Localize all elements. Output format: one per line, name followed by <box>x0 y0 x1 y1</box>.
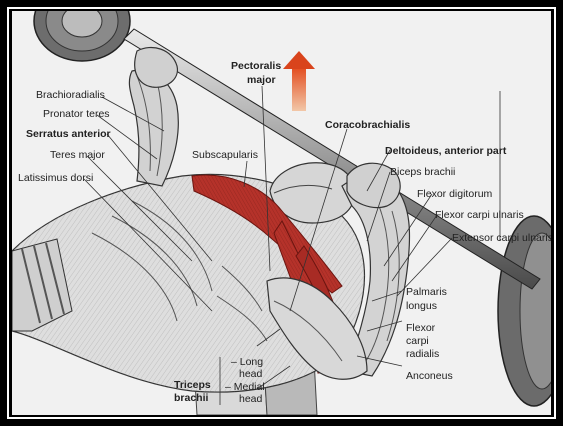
label-palmaris-line1: Palmaris <box>406 286 447 298</box>
left-arm <box>128 46 179 187</box>
label-biceps-brachii: Biceps brachii <box>390 166 455 178</box>
pants <box>12 238 73 332</box>
weight-plate-right <box>497 215 551 407</box>
label-flexor-carpi-radialis-line2: carpi <box>406 335 429 347</box>
label-pronator-teres: Pronator teres <box>43 108 110 120</box>
label-flexor-digitorum: Flexor digitorum <box>417 188 493 200</box>
label-deltoideus-anterior: Deltoideus, anterior part <box>385 145 507 157</box>
label-flexor-carpi-radialis-line1: Flexor <box>406 322 436 334</box>
label-teres-major: Teres major <box>50 149 105 161</box>
label-flexor-carpi-radialis-line3: radialis <box>406 348 439 360</box>
label-medial-head-line2: head <box>239 393 263 405</box>
label-triceps-line2: brachii <box>174 392 209 404</box>
label-brachioradialis: Brachioradialis <box>36 89 105 101</box>
label-coracobrachialis: Coracobrachialis <box>325 119 410 131</box>
label-palmaris-line2: longus <box>406 300 437 312</box>
label-serratus-anterior: Serratus anterior <box>26 128 111 140</box>
head <box>269 162 356 224</box>
label-pectoralis-major-line2: major <box>247 74 276 86</box>
label-triceps-line1: Triceps <box>174 379 211 391</box>
label-latissimus-dorsi: Latissimus dorsi <box>18 172 93 184</box>
label-anconeus: Anconeus <box>406 370 453 382</box>
label-long-head-line2: head <box>239 368 263 380</box>
weight-plate-left <box>33 11 131 62</box>
anatomy-illustration: Brachioradialis Pronator teres Serratus … <box>12 11 551 415</box>
leader-lines <box>83 85 501 390</box>
up-arrow-icon <box>283 51 315 111</box>
label-flexor-carpi-ulnaris: Flexor carpi ulnaris <box>435 209 524 221</box>
label-pectoralis-major-line1: Pectoralis <box>231 60 281 72</box>
label-medial-head-line1: – Medial <box>225 381 265 393</box>
label-extensor-carpi-ulnaris: Extensor carpi ulnaris <box>452 232 551 244</box>
label-long-head-line1: – Long <box>231 356 263 368</box>
illustration-canvas: Brachioradialis Pronator teres Serratus … <box>12 11 551 415</box>
label-subscapularis: Subscapularis <box>192 149 258 161</box>
